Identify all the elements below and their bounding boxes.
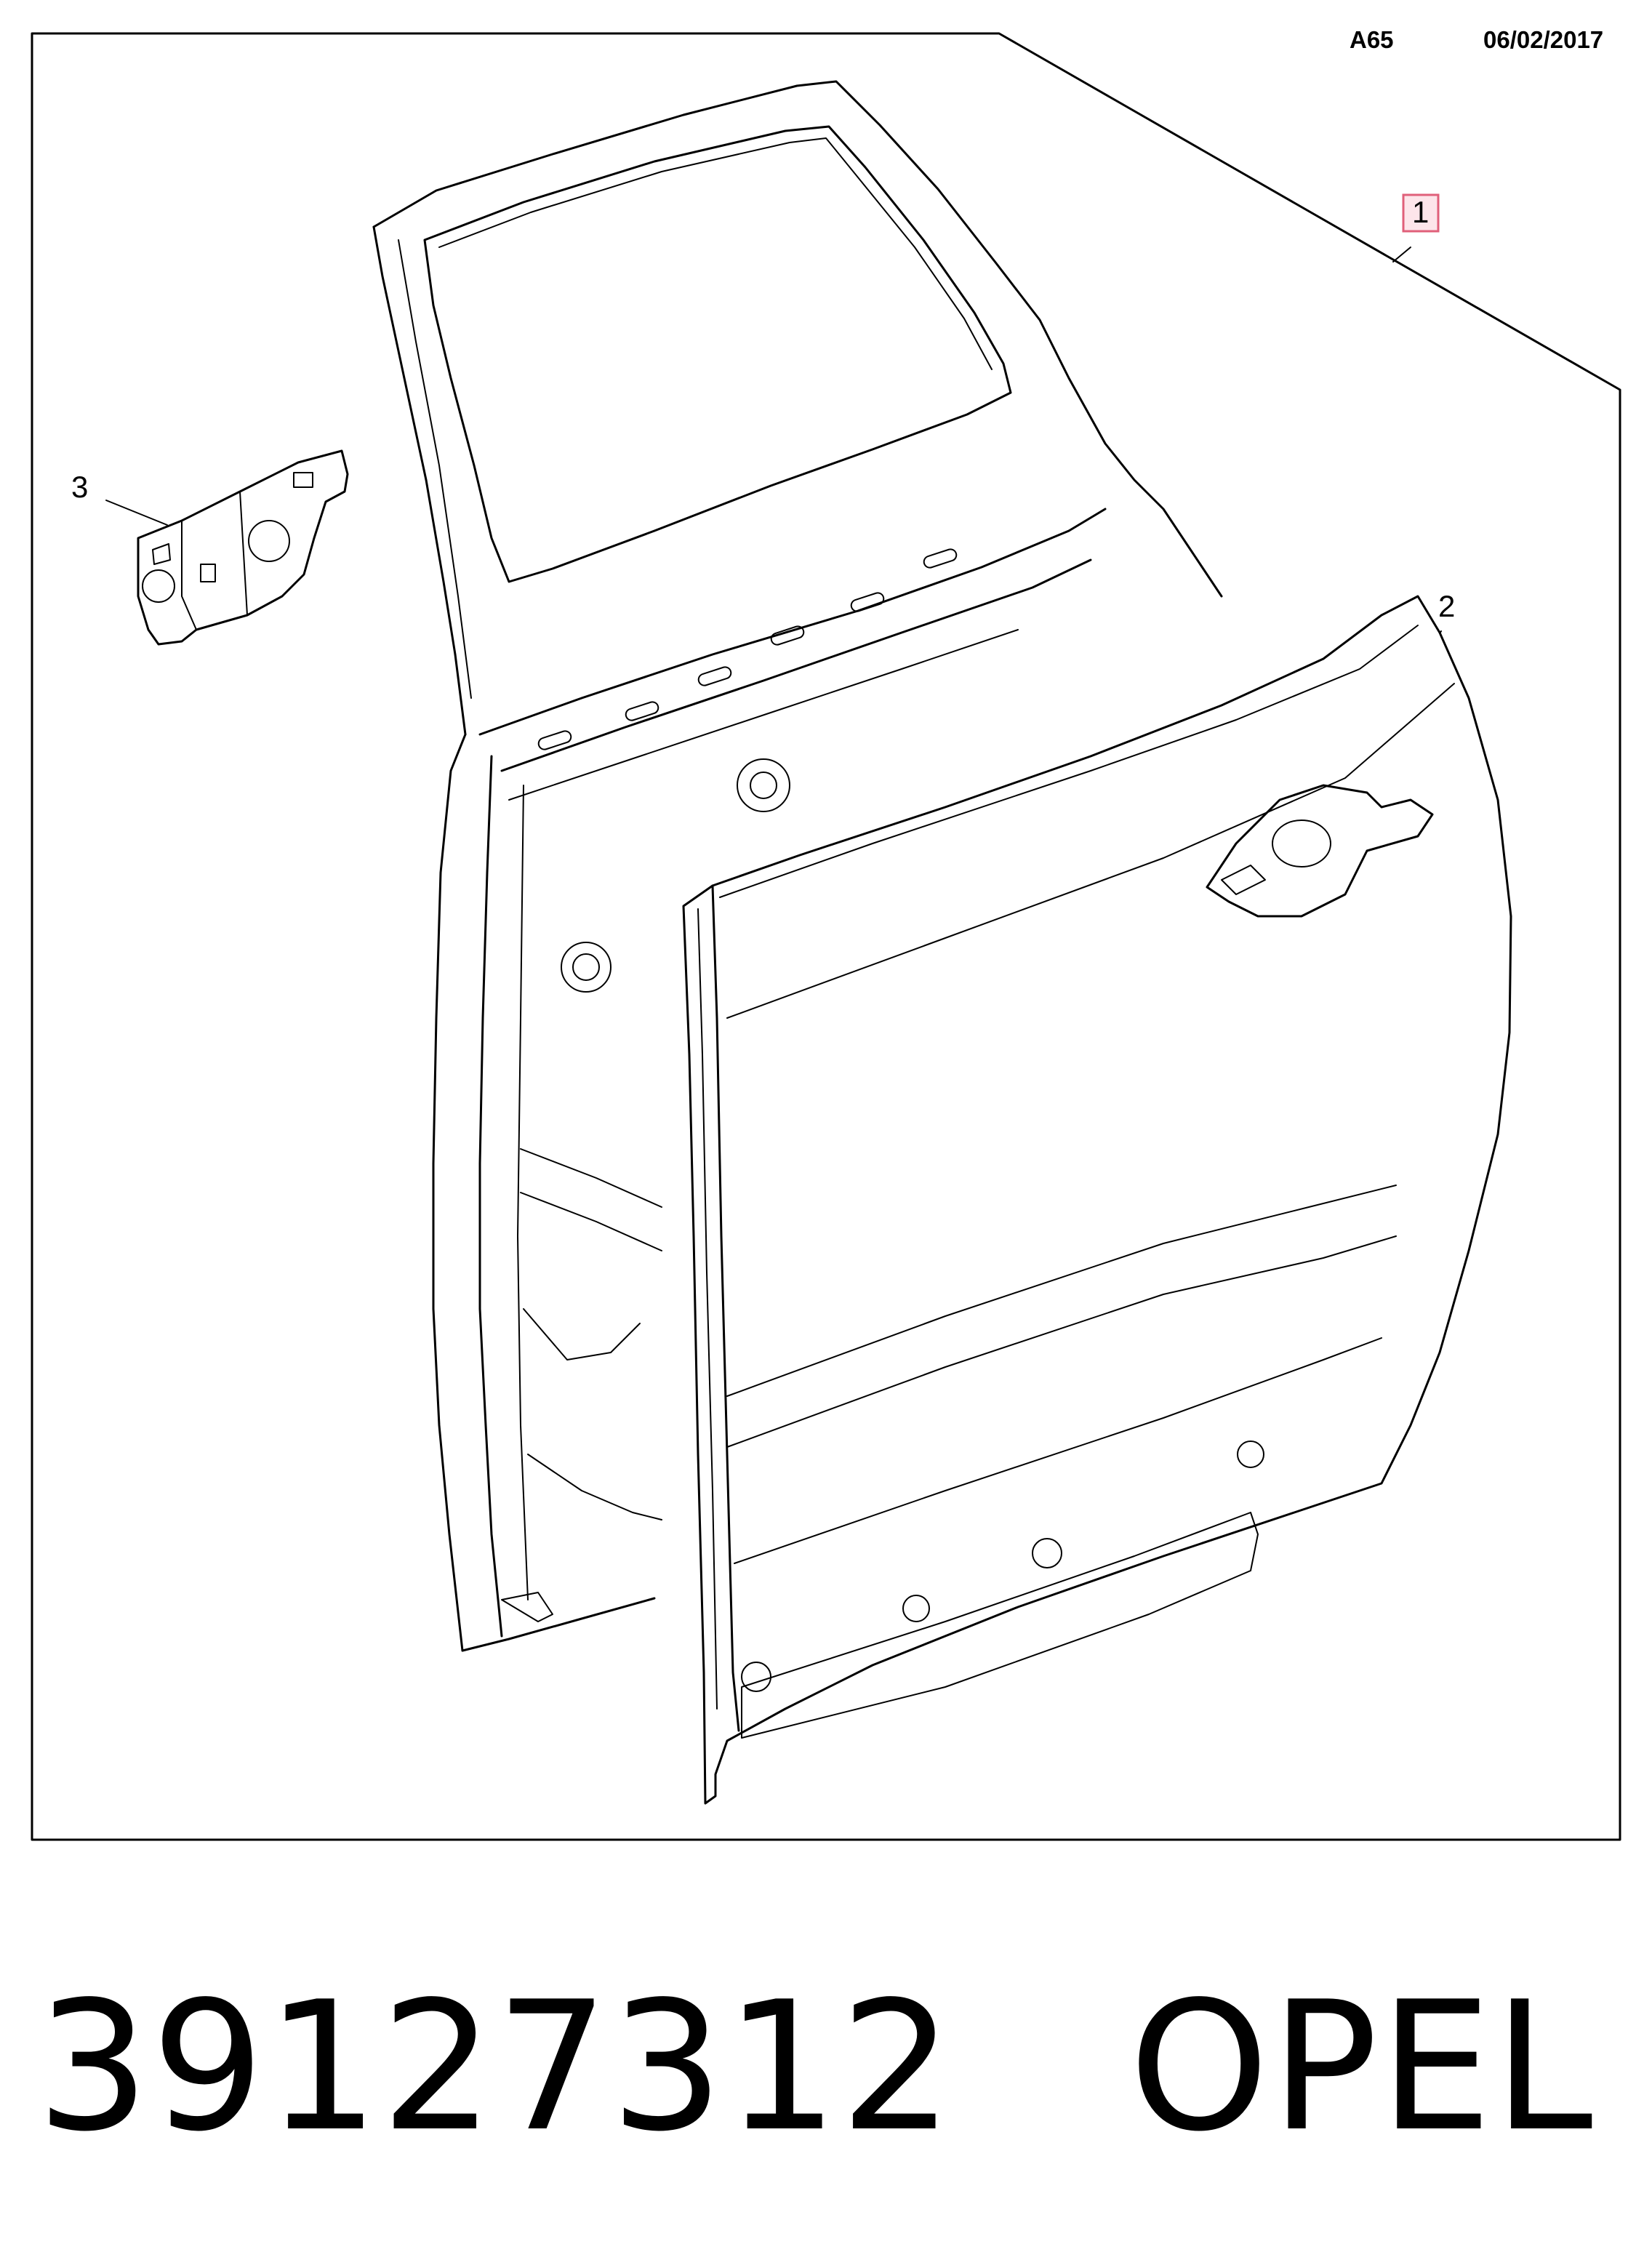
callout-1[interactable]: 1: [1392, 193, 1440, 263]
callout-1-label[interactable]: 1: [1412, 195, 1429, 229]
callout-2-label[interactable]: 2: [1438, 589, 1455, 623]
part-number-footer: 39127312 OPEL: [36, 1963, 1595, 2171]
diagram-date: 06/02/2017: [1483, 26, 1604, 53]
brand-name: OPEL: [1128, 1963, 1595, 2171]
callout-1-box[interactable]: [1402, 193, 1440, 233]
hinge-bracket-part-3: [137, 449, 349, 646]
diagram-frame: [31, 32, 1621, 1841]
diagram-code: A65: [1350, 26, 1394, 53]
callout-3[interactable]: 3: [71, 470, 168, 526]
exploded-parts-diagram: 1 3 2: [31, 32, 1621, 1841]
door-inner-frame-part-1: [372, 80, 1223, 1652]
part-number: 39127312: [36, 1963, 955, 2171]
callout-3-label[interactable]: 3: [71, 470, 88, 504]
outer-door-panel-part-2: [682, 595, 1512, 1805]
